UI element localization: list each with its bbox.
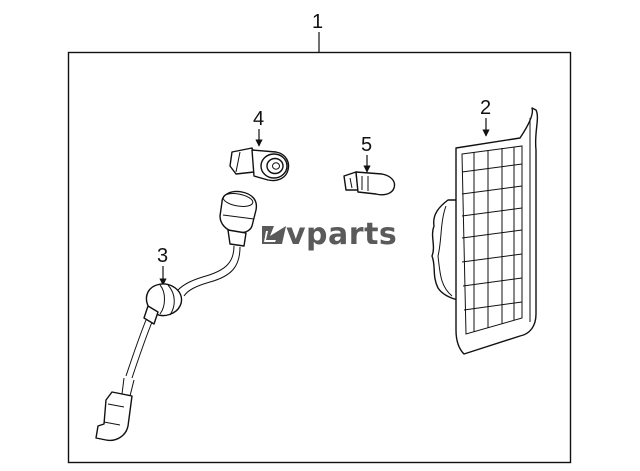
callout-3-label: 3: [157, 245, 168, 267]
callout-4: 4: [253, 108, 264, 147]
callout-4-label: 4: [253, 108, 264, 130]
callout-5-label: 5: [361, 134, 372, 156]
lamp-lens-part: [431, 107, 539, 355]
wedge-bulb-part: [343, 171, 396, 196]
callout-5: 5: [361, 134, 372, 173]
watermark: vparts: [262, 217, 397, 252]
callout-2: 2: [480, 97, 491, 137]
wiring-harness-part: [95, 190, 258, 442]
callout-2-label: 2: [480, 97, 491, 119]
callout-3: 3: [157, 245, 168, 286]
callout-1-label: 1: [312, 11, 323, 33]
watermark-text: vparts: [286, 217, 397, 252]
assembly-frame: [67, 51, 572, 464]
lv-logo-icon: [262, 226, 286, 244]
callout-1: 1: [312, 11, 323, 52]
bulb-socket-part: [229, 147, 290, 182]
